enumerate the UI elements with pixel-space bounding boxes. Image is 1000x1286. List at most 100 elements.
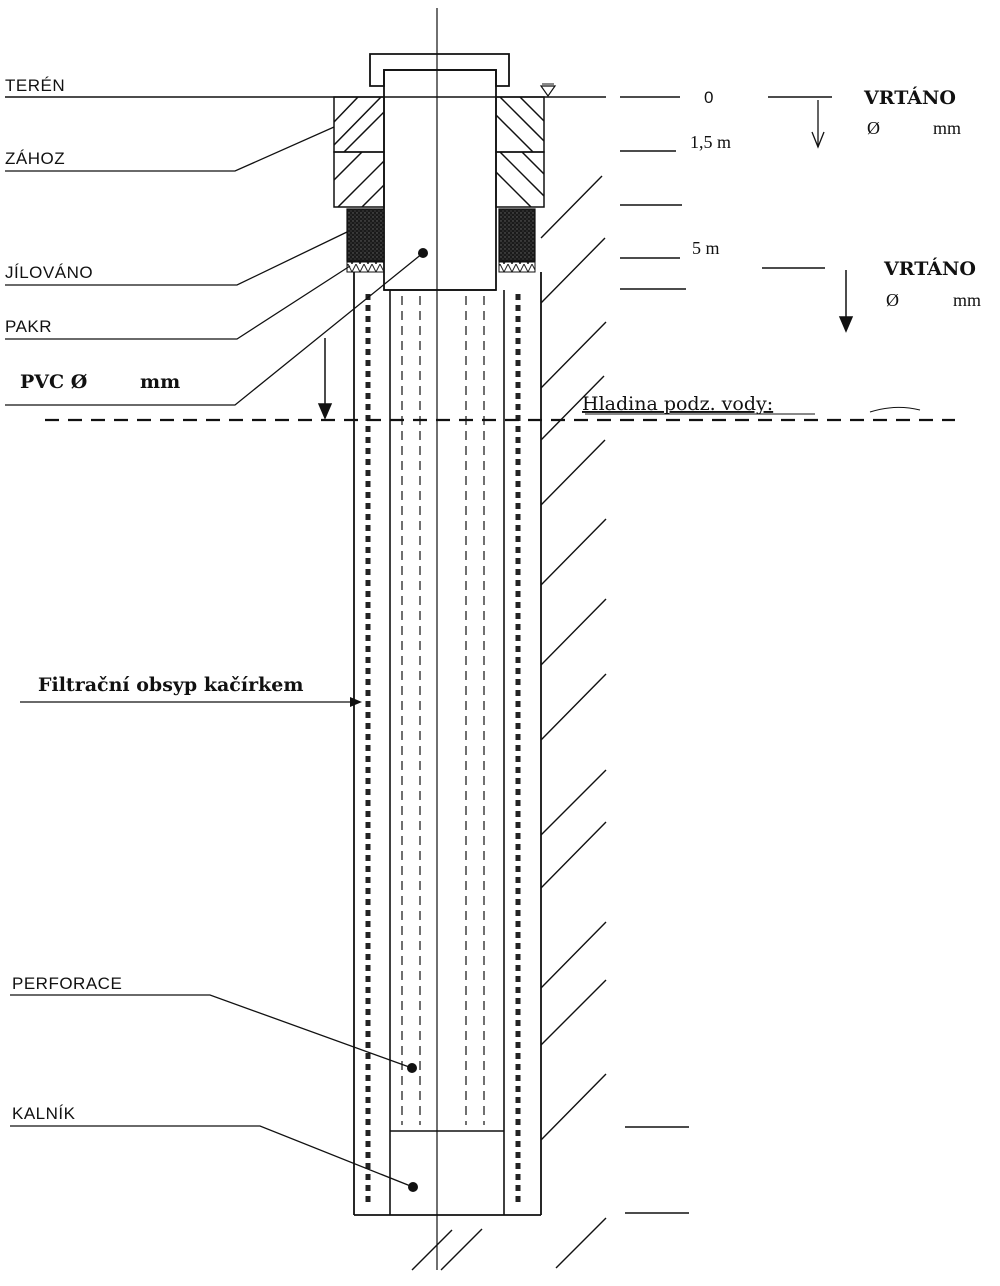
- gravel-grain: [515, 888, 521, 894]
- gravel-grain: [515, 602, 521, 608]
- label-jilovano: JÍLOVÁNO: [5, 263, 93, 282]
- gravel-grain: [515, 1009, 521, 1015]
- pvc-point: [418, 248, 428, 258]
- gravel-grain: [365, 976, 371, 982]
- gravel-grain: [365, 668, 371, 674]
- gravel-grain: [515, 305, 521, 311]
- gravel-grain: [365, 591, 371, 597]
- gravel-grain: [365, 569, 371, 575]
- gravel-grain: [515, 525, 521, 531]
- gravel-grain: [515, 415, 521, 421]
- gravel-grain: [515, 371, 521, 377]
- gravel-grain: [515, 745, 521, 751]
- gravel-grain: [365, 371, 371, 377]
- gravel-grain: [515, 459, 521, 465]
- gravel-grain: [365, 459, 371, 465]
- gravel-grain: [365, 316, 371, 322]
- gravel-grain: [365, 877, 371, 883]
- gravel-grain: [365, 1130, 371, 1136]
- gravel-grain: [515, 426, 521, 432]
- gravel-grain: [515, 492, 521, 498]
- gravel-grain: [365, 503, 371, 509]
- gravel-grain: [515, 338, 521, 344]
- packer-right: [498, 261, 536, 273]
- gravel-grain: [365, 1020, 371, 1026]
- gravel-grain: [365, 943, 371, 949]
- gravel-grain: [365, 657, 371, 663]
- ground-marker-icon: [539, 85, 557, 98]
- gravel-grain: [515, 998, 521, 1004]
- gravel-grain: [515, 657, 521, 663]
- gravel-grain: [365, 360, 371, 366]
- gravel-grain: [365, 536, 371, 542]
- gravel-grain: [365, 602, 371, 608]
- gravel-grain: [515, 437, 521, 443]
- gravel-grain: [515, 514, 521, 520]
- gravel-grain: [365, 470, 371, 476]
- depth-0: 0: [704, 88, 714, 107]
- drilled-lower-title: VRTÁNO: [883, 257, 976, 280]
- gravel-grain: [515, 976, 521, 982]
- gravel-grain: [365, 690, 371, 696]
- gravel-grain: [365, 349, 371, 355]
- gravel-grain: [365, 987, 371, 993]
- gravel-grain: [365, 954, 371, 960]
- gravel-grain: [365, 1009, 371, 1015]
- gravel-grain: [365, 492, 371, 498]
- gravel-grain: [515, 503, 521, 509]
- gravel-grain: [365, 448, 371, 454]
- gravel-grain: [515, 1141, 521, 1147]
- gravel-grain: [515, 580, 521, 586]
- gravel-grain: [365, 1141, 371, 1147]
- gravel-grain: [515, 448, 521, 454]
- gravel-grain: [515, 899, 521, 905]
- depth-ticks: [620, 96, 832, 1214]
- gravel-grain: [365, 1042, 371, 1048]
- label-kalnik: KALNÍK: [12, 1104, 76, 1123]
- gravel-grain: [365, 1163, 371, 1169]
- gravel-grain: [365, 932, 371, 938]
- gravel-grain: [365, 580, 371, 586]
- label-pakr: PAKR: [5, 317, 52, 336]
- leader-lines: [5, 126, 424, 1188]
- gravel-grain: [515, 987, 521, 993]
- gravel-grain: [365, 525, 371, 531]
- gravel-grain: [515, 954, 521, 960]
- gravel-grain: [365, 701, 371, 707]
- gravel-grain: [515, 1163, 521, 1169]
- gravel-grain: [365, 921, 371, 927]
- gravel-grain: [515, 360, 521, 366]
- gravel-grain: [365, 1031, 371, 1037]
- gravel-grain: [365, 437, 371, 443]
- gravel-grain: [515, 470, 521, 476]
- gravel-grain: [515, 1097, 521, 1103]
- gravel-grain: [515, 965, 521, 971]
- gravel-grain: [515, 1075, 521, 1081]
- gravel-grain: [515, 822, 521, 828]
- label-perforace: PERFORACE: [12, 974, 122, 993]
- gravel-grain: [365, 811, 371, 817]
- gravel-grain: [365, 778, 371, 784]
- gravel-grain: [365, 745, 371, 751]
- drilled-upper-diameter: Ø: [867, 118, 880, 138]
- clay-seal-left: [346, 208, 385, 262]
- gravel-grain: [515, 536, 521, 542]
- gravel-grain: [515, 294, 521, 300]
- drilled-arrow-upper: [811, 100, 825, 149]
- gravel-grain: [515, 701, 521, 707]
- gravel-grain: [365, 734, 371, 740]
- gravel-grain: [515, 1108, 521, 1114]
- pvc-arrow: [317, 338, 333, 420]
- gravel-grain: [365, 1185, 371, 1191]
- gravel-grain: [515, 833, 521, 839]
- gravel-grain: [515, 921, 521, 927]
- rock-hatching: [411, 175, 607, 1271]
- gravel-grain: [365, 1097, 371, 1103]
- filter-arrow-icon: [350, 697, 362, 707]
- gravel-grain: [365, 514, 371, 520]
- gravel-grain: [365, 415, 371, 421]
- gravel-grain: [515, 1064, 521, 1070]
- gravel-grain: [515, 613, 521, 619]
